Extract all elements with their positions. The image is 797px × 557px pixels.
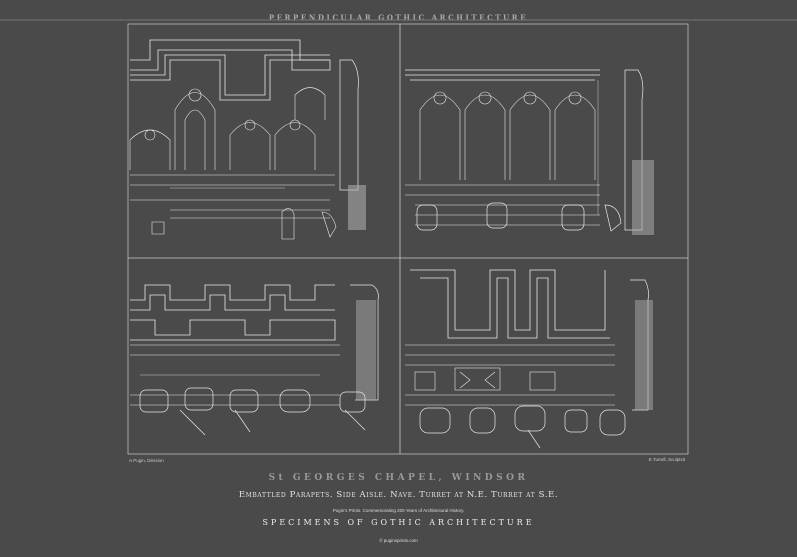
print-header-title: PERPENDICULAR GOTHIC ARCHITECTURE (268, 13, 529, 22)
engraver-credit: E.Turrell, Sculptsit (648, 457, 685, 462)
plate-location-title: St GEORGES CHAPEL, WINDSOR (268, 473, 529, 483)
plate-frame (127, 23, 689, 455)
panel-side-aisle (129, 39, 366, 240)
series-title: SPECIMENS OF GOTHIC ARCHITECTURE (262, 518, 535, 527)
panel-turret-ne (130, 284, 379, 436)
director-credit: A.Pugin, Direxion (129, 458, 164, 463)
plate-subject: Embattled Parapets. Side Aisle. Nave. Tu… (238, 490, 559, 500)
panel-turret-se (405, 269, 653, 449)
panel-nave (405, 69, 654, 235)
website-credit: © puginsprints.com (379, 538, 418, 543)
commemoration-line: Pugin's Prints. Commemorating 200 Years … (332, 508, 465, 513)
